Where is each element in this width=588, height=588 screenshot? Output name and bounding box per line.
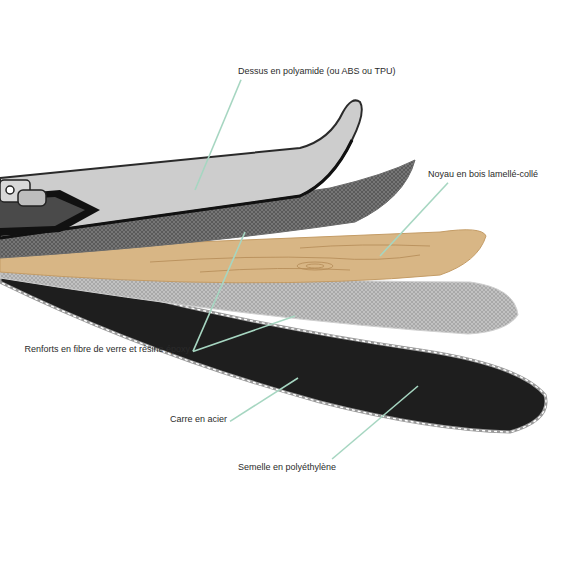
top-sheet-rim <box>0 140 352 238</box>
leader-line <box>193 232 245 351</box>
part-label: Semelle en polyéthylène <box>238 462 336 473</box>
part-label: Carre en acier <box>170 414 227 425</box>
top-sheet <box>0 100 362 238</box>
leader-line <box>195 80 241 190</box>
part-label: Dessus en polyamide (ou ABS ou TPU) <box>238 66 395 77</box>
part-label: Noyau en bois lamellé-collé <box>428 169 538 180</box>
leader-line <box>230 378 298 421</box>
leader-line <box>380 183 448 256</box>
base-layer <box>0 258 546 432</box>
leader-line <box>332 386 418 459</box>
wood-grain <box>150 245 430 272</box>
part-label: Renforts en fibre de verre et résine épo… <box>24 344 190 355</box>
binding <box>0 180 46 206</box>
steel-edge <box>0 258 546 432</box>
leader-line <box>193 316 295 351</box>
